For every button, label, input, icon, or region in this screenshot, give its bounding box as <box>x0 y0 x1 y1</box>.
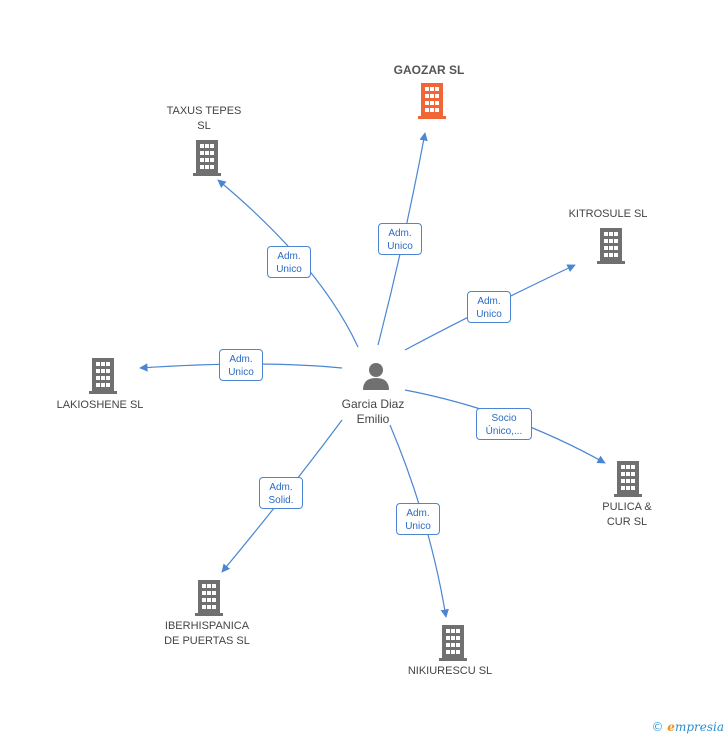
company-name-pulica[interactable]: PULICA & CUR SL <box>602 501 652 528</box>
company-name-gaozar[interactable]: GAOZAR SL <box>393 63 465 77</box>
building-icon[interactable] <box>418 83 446 119</box>
building-icon[interactable] <box>195 580 223 616</box>
copyright-icon: © <box>651 720 664 734</box>
brand-initial: e <box>667 720 675 734</box>
company-name-taxus[interactable]: TAXUS TEPES SL <box>166 105 242 132</box>
relation-label-nikiurescu[interactable]: Adm. Unico <box>396 503 440 535</box>
company-name-lakioshene[interactable]: LAKIOSHENE SL <box>56 399 144 411</box>
company-name-iberhispanica[interactable]: IBERHISPANICA DE PUERTAS SL <box>164 620 250 647</box>
building-icon[interactable] <box>89 358 117 394</box>
building-icon[interactable] <box>614 461 642 497</box>
person-name[interactable]: Garcia Diaz Emilio <box>341 397 405 426</box>
building-icon[interactable] <box>439 625 467 661</box>
brand-footer: © empresia <box>651 720 724 734</box>
relation-label-iberhispanica[interactable]: Adm. Solid. <box>259 477 303 509</box>
person-icon[interactable] <box>363 363 389 390</box>
relation-label-pulica[interactable]: Socio Único,... <box>476 408 532 440</box>
company-name-kitrosule[interactable]: KITROSULE SL <box>568 208 648 220</box>
company-name-nikiurescu[interactable]: NIKIURESCU SL <box>407 665 493 677</box>
relation-label-kitrosule[interactable]: Adm. Unico <box>467 291 511 323</box>
relation-label-lakioshene[interactable]: Adm. Unico <box>219 349 263 381</box>
building-icon[interactable] <box>193 140 221 176</box>
relation-label-gaozar[interactable]: Adm. Unico <box>378 223 422 255</box>
brand-name: mpresia <box>674 720 724 734</box>
building-icon[interactable] <box>597 228 625 264</box>
relation-label-taxus[interactable]: Adm. Unico <box>267 246 311 278</box>
